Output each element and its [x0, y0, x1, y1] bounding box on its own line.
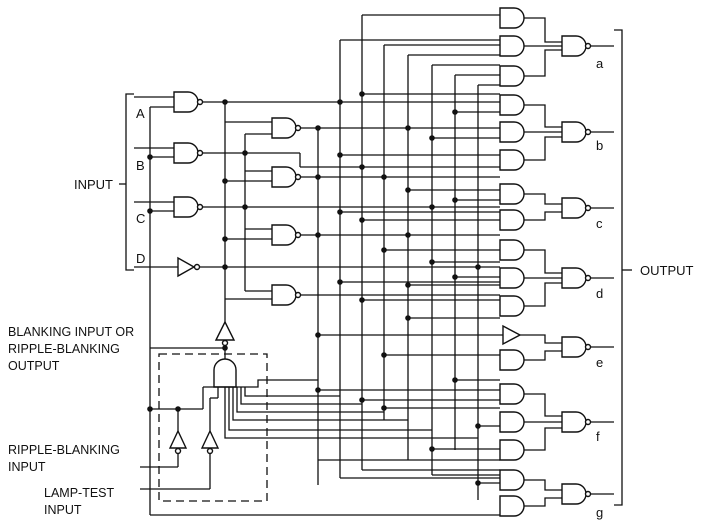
input-nand-b: [173, 142, 204, 164]
output-nor-gates: [561, 35, 592, 505]
input-b-label: B: [136, 158, 145, 173]
output-a-label: a: [596, 56, 604, 71]
input-nand-c: [173, 196, 204, 218]
mid-nand-2: [271, 166, 302, 188]
blanking-dashed-box: [158, 353, 268, 502]
output-c-label: c: [596, 216, 603, 231]
output-label: OUTPUT: [640, 263, 694, 278]
lamp-test-label-line2: INPUT: [44, 503, 82, 517]
mid-nand-1: [271, 117, 302, 139]
mid-nand-3: [271, 224, 302, 246]
mid-nand-4: [271, 284, 302, 306]
output-bracket: [614, 29, 632, 506]
output-f-label: f: [596, 429, 600, 444]
input-a-label: A: [136, 106, 145, 121]
output-g-label: g: [596, 505, 603, 520]
output-wires: [591, 45, 614, 495]
input-nand-a: [173, 91, 204, 113]
output-b-label: b: [596, 138, 603, 153]
input-c-label: C: [136, 211, 145, 226]
input-bracket: [119, 93, 134, 271]
ripple-input-label-line2: INPUT: [8, 460, 46, 474]
input-inverter-d: [177, 256, 201, 278]
blanking-label-line3: OUTPUT: [8, 359, 60, 373]
horizontal-feeds: [318, 14, 503, 484]
combiner-wires: [520, 17, 562, 507]
blanking-label-line2: RIPPLE-BLANKING: [8, 342, 120, 356]
lamp-test-label-line1: LAMP-TEST: [44, 486, 115, 500]
output-and-gates: [499, 7, 525, 517]
blanking-label-line1: BLANKING INPUT OR: [8, 325, 134, 339]
blanking-nand: [203, 358, 247, 388]
blanking-inverter: [214, 320, 236, 347]
ripple-inverter: [168, 429, 188, 455]
lamp-test-inverter: [200, 429, 220, 455]
input-d-label: D: [136, 251, 145, 266]
ripple-input-label-line1: RIPPLE-BLANKING: [8, 443, 120, 457]
input-label: INPUT: [74, 177, 113, 192]
output-e-label: e: [596, 355, 603, 370]
vertical-buses: [317, 15, 479, 500]
output-d-label: d: [596, 286, 603, 301]
